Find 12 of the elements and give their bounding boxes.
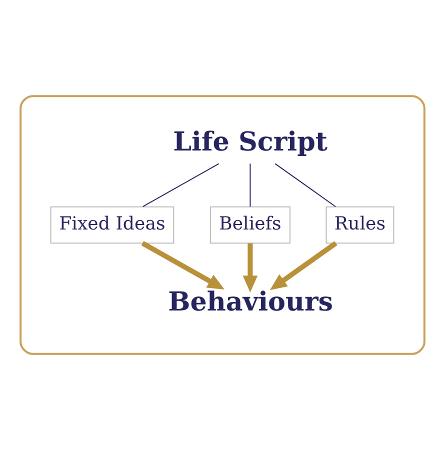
arrow: [242, 243, 258, 293]
node-box: Beliefs: [210, 206, 290, 244]
node-box: Fixed Ideas: [50, 206, 174, 244]
node-text: Life Script: [173, 126, 328, 158]
arrow: [270, 241, 338, 290]
arrow: [141, 240, 224, 290]
node-box: Rules: [326, 206, 394, 244]
connector: [250, 164, 251, 207]
connector: [142, 163, 220, 208]
cluster: [20, 95, 426, 355]
node-text: Behaviours: [168, 286, 334, 318]
connector: [274, 163, 336, 208]
